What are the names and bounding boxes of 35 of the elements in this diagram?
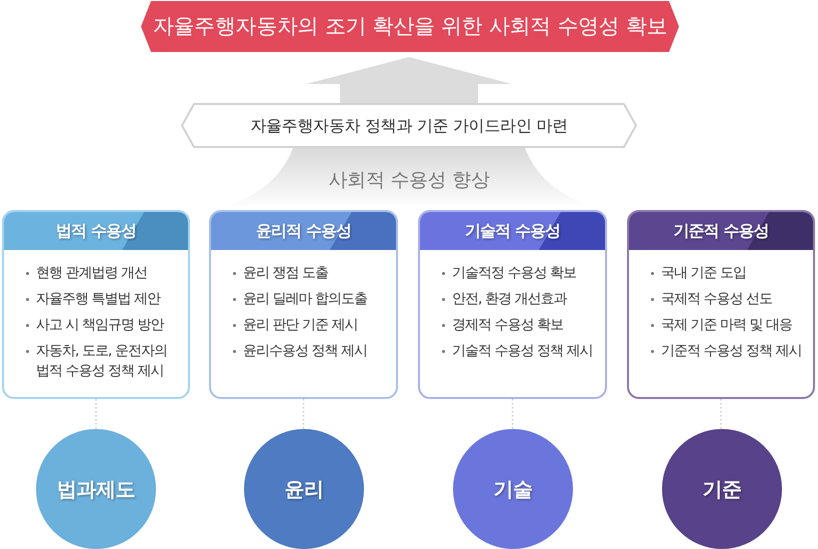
card-header: 기술적 수용성 — [420, 212, 605, 250]
connector-line — [302, 399, 304, 429]
list-item: 윤리수용성 정책 제시 — [243, 342, 367, 361]
connector-line — [512, 399, 514, 429]
card-header: 윤리적 수용성 — [211, 212, 396, 250]
list-item: 자동차, 도로, 운전자의 법적 수용성 정책 제시 — [36, 342, 168, 381]
list-item: 기준적 수용성 정책 제시 — [661, 342, 802, 361]
list-item: 사고 시 책임규명 방안 — [36, 316, 164, 335]
hexagon-banner: 자율주행자동차 정책과 기준 가이드라인 마련 — [181, 103, 637, 148]
category-circle: 윤리 — [244, 429, 364, 549]
list-item: 국제적 수용성 선도 — [661, 290, 772, 309]
title-banner: 자율주행자동차의 조기 확산을 위한 사회적 수영성 확보 — [140, 0, 680, 53]
block-arrow — [306, 57, 512, 103]
list-item: 윤리 쟁점 도출 — [243, 264, 328, 283]
category-circle: 기술 — [453, 429, 573, 549]
list-item: 기술적정 수용성 확보 — [452, 264, 576, 283]
card-header: 기준적 수용성 — [629, 212, 813, 250]
connector-line — [720, 399, 722, 429]
category-card — [627, 210, 815, 399]
card-header: 법적 수용성 — [4, 212, 188, 250]
list-item: 국내 기준 도입 — [661, 264, 746, 283]
connector-line — [95, 399, 97, 429]
category-card — [418, 210, 607, 399]
list-item: 경제적 수용성 확보 — [452, 316, 563, 335]
list-item: 기술적 수용성 정책 제시 — [452, 342, 592, 361]
category-circle: 기준 — [662, 429, 782, 549]
category-card — [2, 210, 190, 399]
list-item: 윤리 판단 기준 제시 — [243, 316, 358, 335]
list-item: 자율주행 특별법 제안 — [36, 290, 160, 309]
list-item: 안전, 환경 개선효과 — [452, 290, 566, 309]
list-item: 국제 기준 마력 및 대응 — [661, 316, 792, 335]
list-item: 현행 관계법령 개선 — [36, 264, 147, 283]
list-item: 윤리 딜레마 합의도출 — [243, 290, 367, 309]
category-card — [209, 210, 398, 399]
category-circle: 법과제도 — [36, 429, 156, 549]
